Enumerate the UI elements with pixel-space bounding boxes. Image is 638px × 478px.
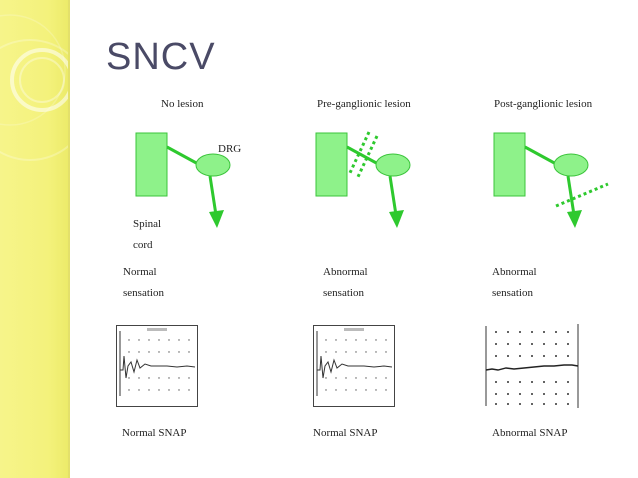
sidebar-decoration <box>0 0 68 478</box>
nerve-root-line <box>346 145 381 167</box>
panel-header-no-lesion: No lesion <box>161 98 204 110</box>
peripheral-nerve-line <box>208 175 218 216</box>
panel-header-pre-ganglionic: Pre-ganglionic lesion <box>317 98 411 110</box>
spinal-cord-block <box>135 132 168 197</box>
arrowhead <box>209 210 224 228</box>
sidebar-divider <box>68 0 70 478</box>
snap-label-post-ganglionic: Abnormal SNAP <box>492 427 568 439</box>
drg-ellipse <box>195 153 231 177</box>
drg-ellipse <box>375 153 411 177</box>
arrowhead <box>389 210 404 228</box>
nerve-root-line <box>524 145 559 167</box>
snap-trace-no-lesion <box>116 325 198 407</box>
snap-trace-post-ganglionic <box>484 324 580 408</box>
spinal-cord-block <box>315 132 348 197</box>
sensation-label-no-lesion: Normal sensation <box>123 266 164 299</box>
snap-label-pre-ganglionic: Normal SNAP <box>313 427 378 439</box>
drg-ellipse <box>553 153 589 177</box>
sensation-label-post-ganglionic: Abnormal sensation <box>492 266 537 299</box>
arrowhead <box>567 210 582 228</box>
lesion-mark-1 <box>347 131 371 176</box>
peripheral-nerve-line <box>388 175 398 216</box>
spinal-cord-label: Spinal cord <box>133 218 162 251</box>
snap-waveform-graphic <box>316 328 393 396</box>
lesion-mark-1 <box>555 182 609 208</box>
lesion-mark-2 <box>355 135 379 180</box>
peripheral-nerve-line <box>566 175 576 216</box>
snap-label-no-lesion: Normal SNAP <box>122 427 187 439</box>
spinal-cord-block <box>493 132 526 197</box>
sensation-label-pre-ganglionic: Abnormal sensation <box>323 266 368 299</box>
snap-waveform-graphic <box>485 324 579 408</box>
slide-title: SNCV <box>106 36 216 78</box>
diagram-pre-ganglionic <box>315 131 411 228</box>
nerve-root-line <box>166 145 201 167</box>
sidebar-swirl-graphic <box>0 14 68 161</box>
diagram-no-lesion <box>135 132 231 228</box>
snap-waveform-graphic <box>119 328 196 396</box>
panel-header-post-ganglionic: Post-ganglionic lesion <box>494 98 593 110</box>
diagram-post-ganglionic <box>493 132 609 228</box>
drg-label: DRG <box>218 143 242 155</box>
snap-trace-pre-ganglionic <box>313 325 395 407</box>
